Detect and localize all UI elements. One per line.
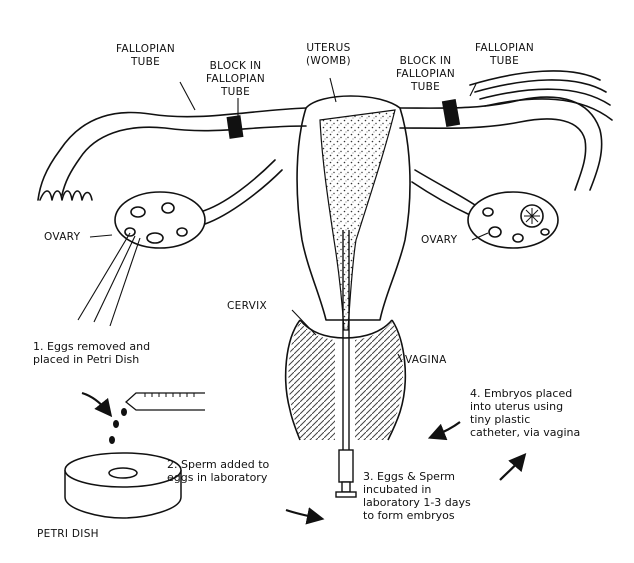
step-1-text: 1. Eggs removed and placed in Petri Dish bbox=[33, 340, 150, 366]
step-4-text: 4. Embryos placed into uterus using tiny… bbox=[470, 387, 580, 439]
pipette bbox=[126, 393, 205, 410]
step-2-text: 2. Sperm added to eggs in laboratory bbox=[167, 458, 269, 484]
label-vagina: VAGINA bbox=[405, 354, 447, 367]
left-ovary bbox=[115, 192, 205, 248]
label-fallopian-tube-right: FALLOPIAN TUBE bbox=[475, 42, 534, 68]
label-cervix: CERVIX bbox=[227, 300, 267, 313]
left-fimbriae bbox=[40, 191, 92, 200]
right-ovary bbox=[468, 192, 558, 248]
label-petri-dish: PETRI DISH bbox=[37, 528, 99, 541]
petri-dish-drawing bbox=[65, 453, 181, 518]
uterine-cavity bbox=[320, 110, 395, 330]
right-tube-block bbox=[442, 99, 460, 127]
label-ovary-right: OVARY bbox=[421, 234, 457, 247]
step-3-text: 3. Eggs & Sperm incubated in laboratory … bbox=[363, 470, 471, 522]
arrow-step4a bbox=[500, 458, 522, 480]
arrow-step1 bbox=[82, 393, 108, 412]
arrow-step4b bbox=[434, 422, 460, 436]
label-uterus: UTERUS (WOMB) bbox=[306, 42, 351, 68]
label-ovary-left: OVARY bbox=[44, 231, 80, 244]
label-fallopian-tube-left: FALLOPIAN TUBE bbox=[116, 43, 175, 69]
droplets bbox=[109, 408, 127, 444]
label-block-right: BLOCK IN FALLOPIAN TUBE bbox=[396, 55, 455, 94]
label-block-left: BLOCK IN FALLOPIAN TUBE bbox=[206, 60, 265, 99]
left-tube-block bbox=[227, 115, 244, 139]
arrow-step3 bbox=[286, 510, 318, 518]
left-fallopian-tube bbox=[38, 108, 306, 200]
right-fallopian-tube bbox=[400, 97, 602, 190]
